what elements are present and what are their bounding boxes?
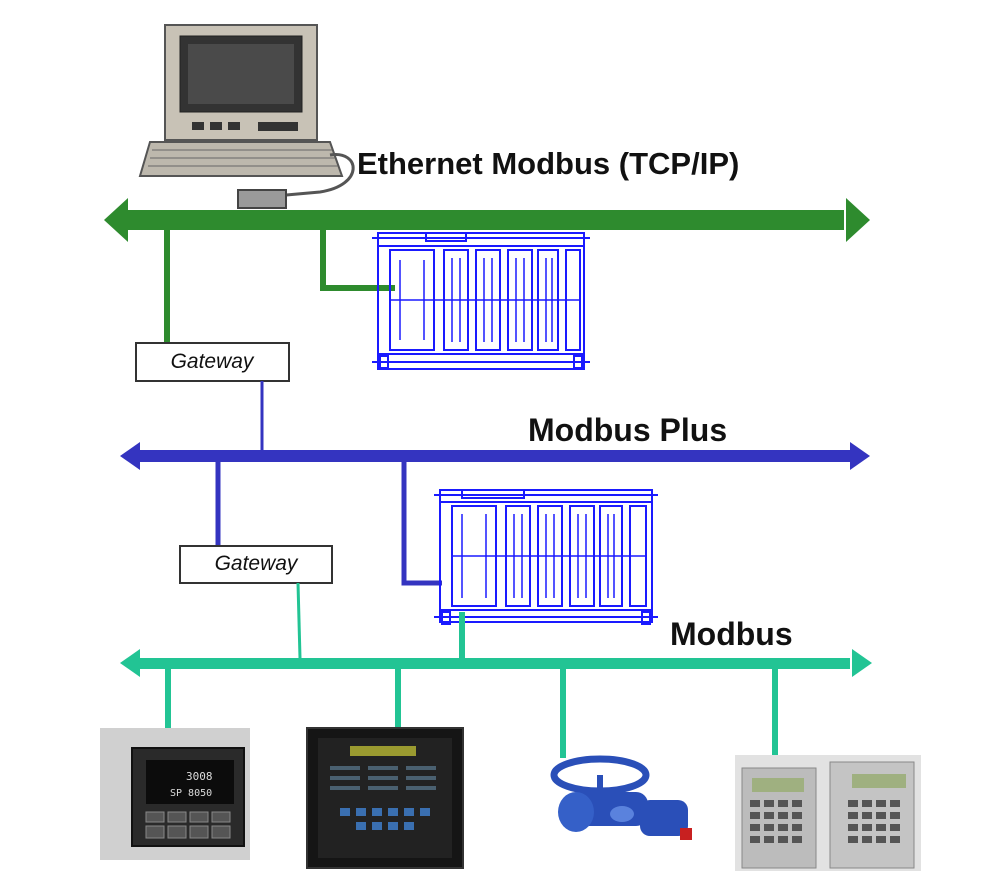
plc-rack-1: [372, 232, 590, 370]
modbus-upper-drops: [296, 582, 302, 659]
gateway-2: Gateway: [179, 545, 333, 584]
modbus-lower-drops: [165, 669, 778, 760]
ethernet-label: Ethernet Modbus (TCP/IP): [357, 146, 739, 181]
gateway-1: Gateway: [135, 342, 290, 382]
controller-readout-1: 3008: [186, 770, 213, 783]
modbus-plus-label: Modbus Plus: [528, 412, 727, 448]
display-terminals-icon: [735, 755, 921, 871]
valve-actuator-icon: [550, 755, 692, 840]
process-controller-icon: 3008 SP 8050: [100, 728, 250, 860]
computer-workstation-icon: [138, 24, 355, 209]
gateway-1-label: Gateway: [171, 350, 255, 373]
gateway-2-label: Gateway: [215, 552, 299, 575]
modbus-label: Modbus: [670, 616, 793, 652]
modbus-plus-bus: [120, 442, 870, 470]
modbus-bus: [120, 649, 872, 677]
plc-rack-2: [434, 489, 658, 625]
ethernet-bus: [104, 198, 870, 242]
ethernet-drops: [164, 230, 395, 343]
controller-readout-2: SP 8050: [170, 788, 212, 799]
power-meter-icon: [306, 727, 464, 869]
modbus-plus-drops: [215, 462, 442, 586]
